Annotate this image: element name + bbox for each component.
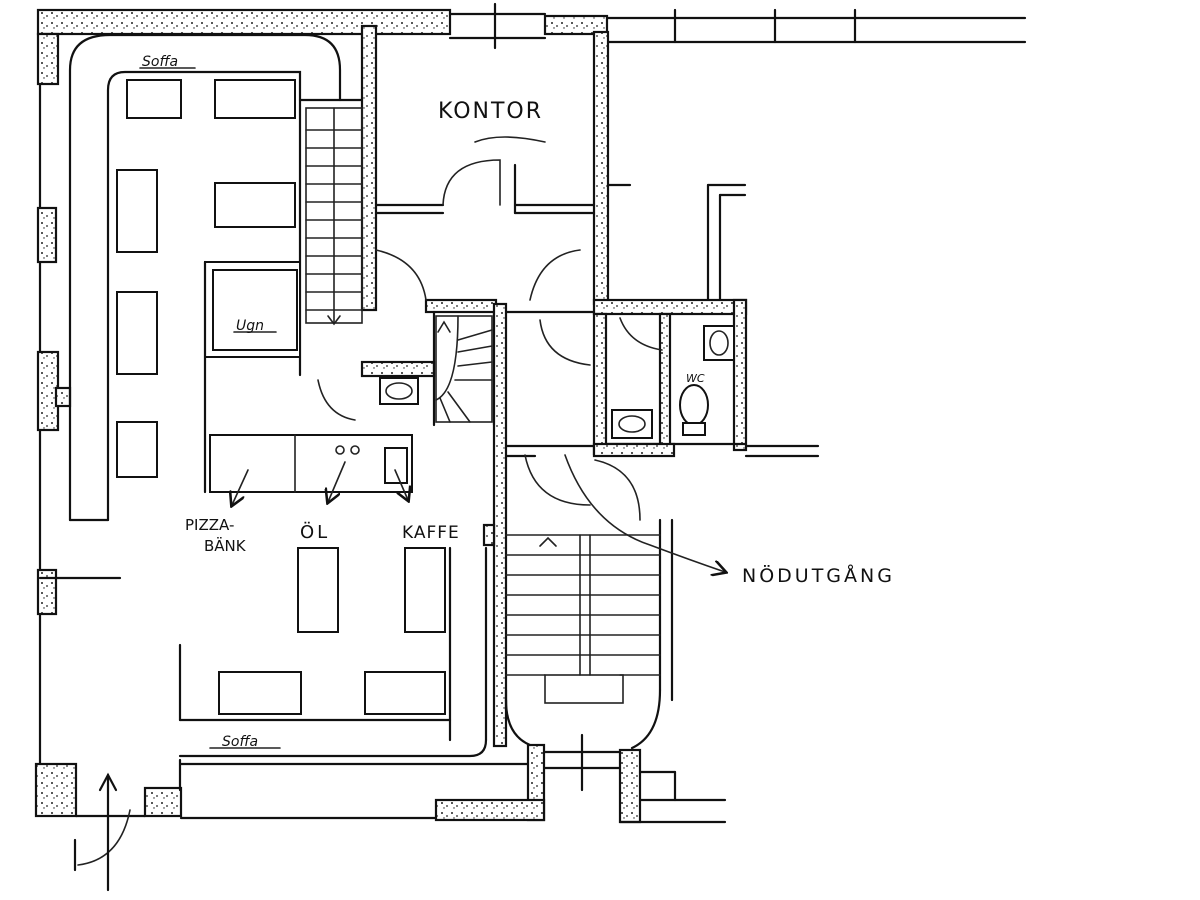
label-wc: WC (686, 372, 705, 385)
coffee-machine (384, 447, 408, 484)
interior-walls (178, 24, 820, 792)
label-kontor: KONTOR (438, 99, 543, 124)
exit-arrow (564, 454, 725, 572)
tables (116, 79, 446, 715)
label-pizza-line2: BÄNK (204, 536, 247, 555)
outer-walls (34, 2, 1027, 824)
stair-upper (305, 107, 363, 326)
table (364, 671, 446, 715)
table (126, 79, 182, 119)
label-ugn: Ugn (236, 318, 264, 334)
sofa-top (68, 33, 342, 522)
kitchen (203, 260, 413, 494)
label-kaffe: KAFFE (402, 523, 460, 543)
table (218, 671, 302, 715)
label-sofa-bottom: Soffa (222, 734, 258, 750)
label-arrows (232, 461, 408, 505)
oven (212, 269, 298, 351)
label-pizza-line1: PIZZA- (185, 516, 234, 534)
sink (611, 409, 653, 439)
stair-small (435, 315, 493, 423)
table (297, 547, 339, 633)
doors (73, 159, 663, 892)
sanitary (379, 325, 735, 439)
table (116, 421, 158, 478)
label-sofa-top: Soffa (142, 54, 178, 70)
table (116, 291, 158, 375)
stair-lower (505, 534, 661, 704)
counter (209, 434, 413, 493)
table (214, 182, 296, 228)
toilet (679, 384, 709, 426)
toilet-tank (682, 422, 706, 436)
table (214, 79, 296, 119)
label-underlines (139, 67, 546, 749)
label-nodutgang: NÖDUTGÅNG (742, 564, 895, 587)
label-ol: ÖL (300, 521, 330, 543)
table (116, 169, 158, 253)
table (404, 547, 446, 633)
sofa-bottom (178, 718, 488, 758)
